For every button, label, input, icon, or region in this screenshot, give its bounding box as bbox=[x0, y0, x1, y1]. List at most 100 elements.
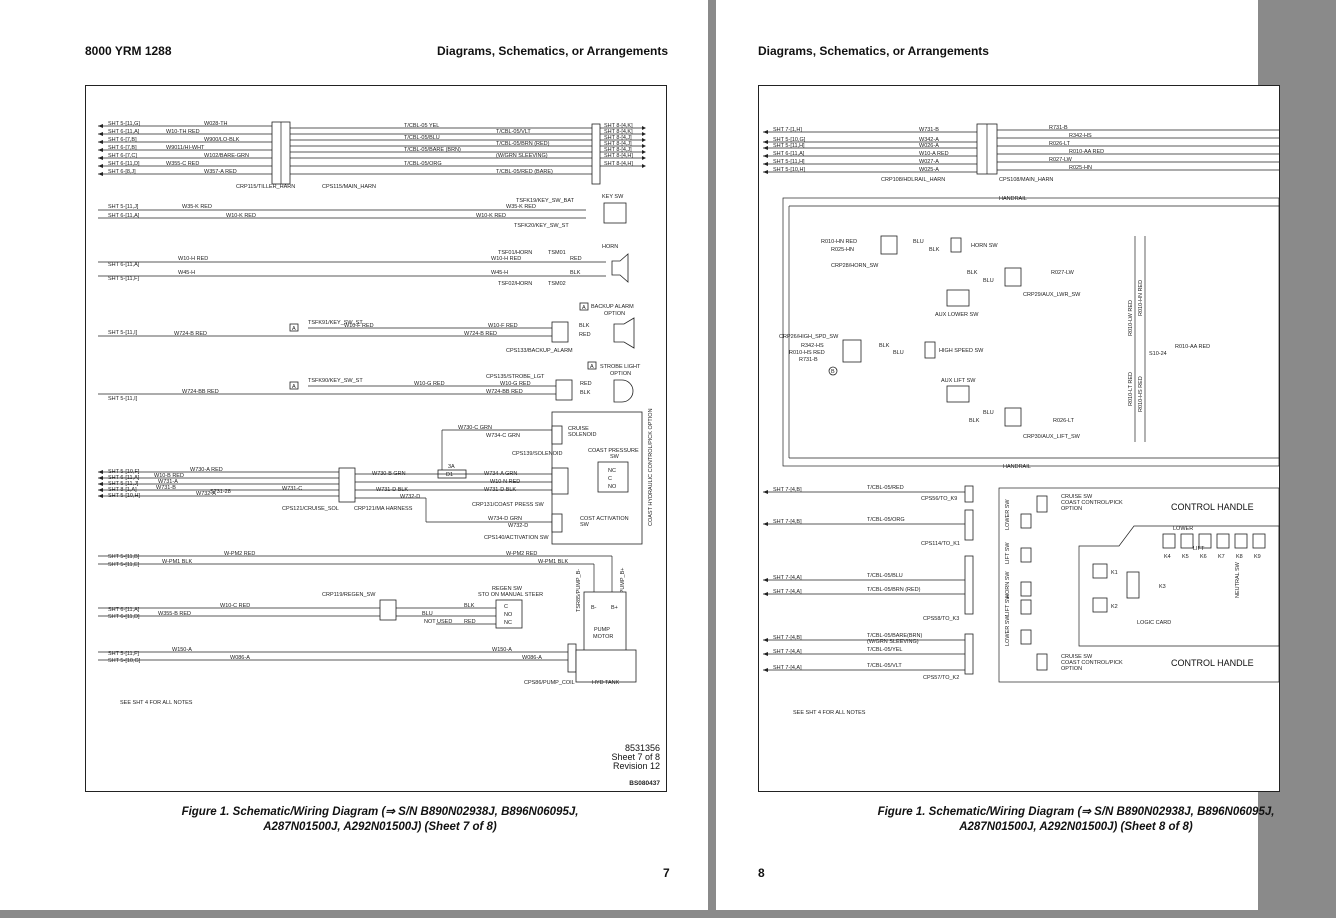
coil-wire-2: W086-A bbox=[230, 655, 250, 661]
top-wire-label: W357-A RED bbox=[204, 169, 237, 175]
coast-vertical-label: COAST HYDRAULIC CONTROL/PICK OPTION bbox=[648, 408, 654, 526]
coil-ref-2: SHT 5-[10,G] bbox=[108, 658, 141, 664]
r-switch-label: LOWER SW bbox=[1005, 499, 1011, 530]
r-splice-name: S10-24 bbox=[1149, 351, 1167, 357]
r-aux-lower-label: AUX LOWER SW bbox=[935, 312, 979, 318]
r-top-right-wire-label: R342-HS bbox=[1069, 133, 1092, 139]
pump-tsr-left: TSR85/PUMP_B- bbox=[576, 569, 582, 612]
top-right-wire-label: T/CBL-05/BARE (BRN) bbox=[404, 147, 461, 153]
r-horn-sw-label: HORN SW bbox=[971, 243, 998, 249]
top-right-wire-label: T/CBL-05/BRN (RED) bbox=[496, 141, 550, 147]
r-top-ref-label: SHT 5-[10,H] bbox=[773, 167, 805, 173]
top-right-wire-label: T/CBL-05/RED (BARE) bbox=[496, 169, 553, 175]
r-conn-k2: CPS57/TO_K2 bbox=[923, 675, 959, 681]
right-ref-label: SHT 8-[4,J] bbox=[604, 135, 632, 141]
top-right-wire-label: T/CBL-05/BLU bbox=[404, 135, 440, 141]
top-ref-label: SHT 6-[7,B] bbox=[108, 145, 137, 151]
r-crp26-connector bbox=[842, 339, 862, 363]
cruise-wire-label: W732-A bbox=[196, 491, 216, 497]
cruise-wire-label: W10-B RED bbox=[154, 473, 184, 479]
pump-right-wire-1: W-PM2 RED bbox=[506, 551, 537, 557]
backup-wire: W724-B RED bbox=[174, 331, 207, 337]
pump-ref-1: SHT 5-[11,B] bbox=[108, 554, 140, 560]
cruise-splice: S731-28 bbox=[210, 489, 231, 495]
r-horn-wire-1: R010-HN RED bbox=[821, 239, 857, 245]
horn-conn-top: TSF01/HORN bbox=[498, 250, 532, 256]
r-lower-sw-group: BLK BLU R027-LW CRP29/AUX_LWR_SW AUX LOW… bbox=[935, 267, 1081, 318]
r-notes-text: SEE SHT 4 FOR ALL NOTES bbox=[793, 710, 866, 716]
r-cruise-top-3: OPTION bbox=[1061, 506, 1082, 512]
r-aux-lower-sw-symbol bbox=[946, 289, 970, 307]
top-right-wire-label: T/CBL-05 YEL bbox=[404, 123, 439, 129]
r-lower-ref-label: SHT 7-[4,B] bbox=[773, 519, 802, 525]
r-aux-lift-label: AUX LIFT SW bbox=[941, 378, 976, 384]
horn-group: SHT 6-[11,A] SHT 5-[11,F] W10-H RED W45-… bbox=[98, 244, 629, 287]
pump-motor-symbol bbox=[583, 591, 627, 655]
pump-term-neg: B- bbox=[591, 605, 597, 611]
r-relay-label: K4 bbox=[1164, 554, 1171, 560]
r-cruise-bot-3: OPTION bbox=[1061, 666, 1082, 672]
regen-switch bbox=[495, 599, 523, 629]
backup-conn-name: CPS133/BACKUP_ALARM bbox=[506, 348, 573, 354]
r-lower-wire-label: T/CBL-05/YEL bbox=[867, 647, 902, 653]
pump-term-pos: B+ bbox=[611, 605, 618, 611]
r-lift-conn: CRP30/AUX_LIFT_SW bbox=[1023, 434, 1081, 440]
r-relay-label: K9 bbox=[1254, 554, 1261, 560]
regen-color-2: BLU bbox=[422, 611, 433, 617]
title-block: 8531356 Sheet 7 of 8 Revision 12 BS08043… bbox=[611, 743, 660, 787]
backup-conn: TSFK91/KEY_SW_ST bbox=[308, 320, 363, 326]
regen-group: CRP119/REGEN_SW REGEN SW STO ON MANUAL S… bbox=[98, 586, 543, 629]
r-neutral-sw: NEUTRAL SW bbox=[1235, 561, 1241, 598]
r-aux-lift-sw-symbol bbox=[946, 385, 970, 403]
press-contact-c: C bbox=[608, 476, 612, 482]
r-top-right-wire-label: R010-AA RED bbox=[1069, 149, 1104, 155]
r-top-right-wire-label: R025-HN bbox=[1069, 165, 1092, 171]
r-hs-wire-1: R342-HS bbox=[801, 343, 824, 349]
sol-conn: CPS139/SOLENOID bbox=[512, 451, 562, 457]
act-wire-2: W732-D bbox=[508, 523, 528, 529]
page-number: 7 bbox=[663, 866, 670, 880]
regen-color-1: BLK bbox=[464, 603, 475, 609]
r-hs-tag: B bbox=[831, 369, 835, 375]
pump-group: SHT 5-[11,B] SHT 5-[11,E] W-PM2 RED W-PM… bbox=[98, 551, 627, 655]
backup-label-1: BACKUP ALARM bbox=[591, 304, 634, 310]
r-high-speed-group: CRP26/HIGH_SPD_SW R342-HS R010-HS RED R7… bbox=[779, 334, 984, 376]
handrail-label-bottom: HANDRAIL bbox=[1003, 464, 1031, 470]
activation-connector bbox=[551, 513, 563, 533]
keysw-label: KEY SW bbox=[602, 194, 624, 200]
strobe-tag-left: A bbox=[292, 384, 296, 390]
keysw-wire-2: W10-K RED bbox=[226, 213, 256, 219]
r-hs-wire-3: R731-B bbox=[799, 357, 818, 363]
horn-tsm-top: TSM01 bbox=[548, 250, 566, 256]
regen-conn: CRP119/REGEN_SW bbox=[322, 592, 376, 598]
r-top-wire-label: W342-A bbox=[919, 137, 939, 143]
key-switch-group: SHT 5-[11,J] SHT 6-[11,A] W35-K RED W10-… bbox=[98, 194, 627, 229]
r-lower-ref-label: SHT 7-[4,A] bbox=[773, 575, 802, 581]
r-high-speed-conn: CRP26/HIGH_SPD_SW bbox=[779, 334, 839, 340]
coil-ref-1: SHT 5-[11,F] bbox=[108, 651, 139, 657]
right-ref-label: SHT 8-[4,H] bbox=[604, 153, 633, 159]
pump-label-2: MOTOR bbox=[593, 634, 613, 640]
press-label-2: SW bbox=[610, 454, 620, 460]
r-cruise-bot-2: COAST CONTROL/PICK bbox=[1061, 660, 1123, 666]
r-vwire-2: R010-HN RED bbox=[1138, 280, 1144, 316]
pump-coil-group: SHT 5-[11,F] SHT 5-[10,G] W150-A W086-A … bbox=[98, 643, 637, 686]
cps115-label: CPS115/MAIN_HARN bbox=[322, 184, 376, 190]
regen-wire: W10-C RED bbox=[220, 603, 250, 609]
hyd-tank-label: HYD TANK bbox=[592, 680, 620, 686]
r-hs-color-2: BLU bbox=[893, 350, 904, 356]
r-splice-group: R010-AA RED S10-24 R010-LW RED R010-HN R… bbox=[1128, 236, 1210, 442]
r-vwire-1: R010-LW RED bbox=[1128, 300, 1134, 336]
r-figure-caption-line-2: A287N01500J, A292N01500J) (Sheet 8 of 8) bbox=[959, 821, 1193, 833]
keysw-wire-1: W35-K RED bbox=[182, 204, 212, 210]
top-ref-label: SHT 6-[7,C] bbox=[108, 153, 137, 159]
top-wire-label: W355-C RED bbox=[166, 161, 199, 167]
r-hs-wire-2: R010-HS RED bbox=[789, 350, 825, 356]
r-lower-color-2: BLU bbox=[983, 278, 994, 284]
r-lower-wire-label: T/CBL-05/BRN (RED) bbox=[867, 587, 921, 593]
coast-press-connector bbox=[551, 467, 569, 495]
horn-right-wire-1: W10-H RED bbox=[491, 256, 521, 262]
top-wire-label: W10-TH RED bbox=[166, 129, 200, 135]
r-top-right-wire-label: R026-LT bbox=[1049, 141, 1071, 147]
